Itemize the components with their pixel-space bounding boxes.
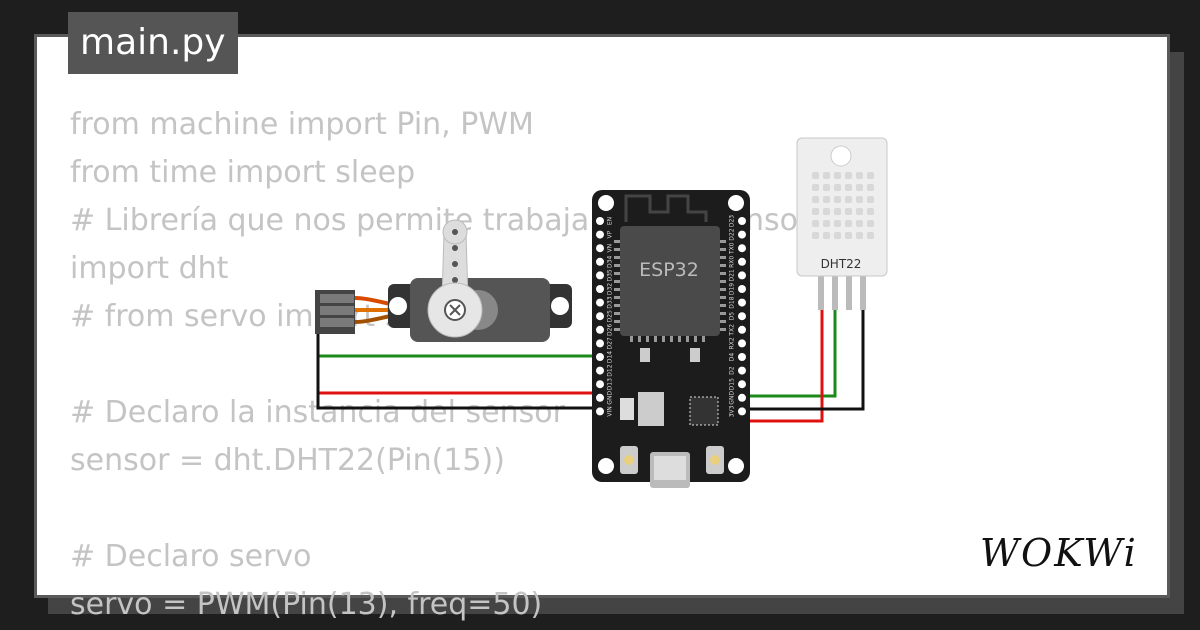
pin-label: D5: [729, 312, 736, 321]
pin-label: D2: [729, 366, 736, 375]
pin-hole-d27[interactable]: [596, 339, 604, 348]
pin-label: D14: [607, 351, 614, 363]
pin-hole-rx0[interactable]: [738, 257, 746, 266]
dht22-sensor[interactable]: DHT22: [796, 137, 888, 310]
pin-hole-vp[interactable]: [596, 230, 604, 239]
file-tab[interactable]: main.py: [68, 12, 238, 74]
esp32-right-pins: D23D22TX0RX0D21D19D18D5TX2RX2D4D2D15GND3…: [729, 215, 746, 417]
pin-hole-3v3[interactable]: [738, 407, 746, 416]
pin-label: D26: [607, 323, 614, 335]
code-line: # Declaro la instancia del sensor: [70, 395, 565, 430]
pin-hole-en[interactable]: [596, 217, 604, 225]
pin-hole-d12[interactable]: [596, 366, 604, 375]
code-line: sensor = dht.DHT22(Pin(15)): [70, 443, 505, 478]
pin-label: RX0: [729, 256, 736, 268]
pin-label: RX2: [729, 337, 736, 349]
pin-hole-d15[interactable]: [738, 380, 746, 389]
pin-hole-d19[interactable]: [738, 285, 746, 293]
pin-label: D23: [729, 215, 736, 227]
pin-label: TX0: [729, 242, 736, 255]
dht22-vent-grid: [812, 172, 874, 239]
pin-label: D18: [729, 296, 736, 308]
chip-pads: [614, 240, 726, 342]
pin-hole-vn[interactable]: [596, 244, 604, 253]
pin-hole-d4[interactable]: [738, 353, 746, 361]
pin-hole-rx2[interactable]: [738, 339, 746, 348]
pin-label: VIN: [607, 406, 614, 416]
pin-hole-d13[interactable]: [596, 380, 604, 389]
wokwi-logo: WOKWi: [980, 531, 1138, 575]
esp32-left-pins: EN VP VN D34D35D32D33D25D26D27D14D12D13GNDV…: [596, 217, 614, 417]
pin-hole-tx0[interactable]: [738, 244, 746, 253]
pin-label: D35: [607, 269, 614, 281]
pin-hole-d25[interactable]: [596, 312, 604, 321]
pin-label: GND: [729, 391, 736, 405]
wire-dht-data: [742, 303, 837, 398]
pin-label: D19: [729, 283, 736, 295]
pin-hole-tx2[interactable]: [738, 325, 746, 334]
code-line: # Declaro servo: [70, 539, 312, 574]
pin-label: D21: [729, 269, 736, 281]
pin-label: GND: [607, 391, 614, 405]
pin-hole-d14[interactable]: [596, 353, 604, 361]
pin-label: D25: [607, 310, 614, 322]
code-line: servo = PWM(Pin(13), freq=50): [70, 587, 543, 622]
code-line: from time import sleep: [70, 155, 416, 190]
pin-label: D32: [607, 283, 614, 295]
pin-label: VP: [607, 230, 614, 238]
pin-hole-d35[interactable]: [596, 271, 604, 280]
pin-hole-d5[interactable]: [738, 312, 746, 321]
pin-hole-d33[interactable]: [596, 298, 604, 307]
pin-label: D33: [607, 296, 614, 308]
pin-hole-d18[interactable]: [738, 298, 746, 307]
pin-hole-d26[interactable]: [596, 325, 604, 334]
pin-hole-gnd[interactable]: [738, 393, 746, 402]
pin-label: D15: [729, 378, 736, 390]
esp32-board[interactable]: ESP32 ENVPVND34D35D32D33D25D26D27D14D12D…: [592, 190, 750, 488]
pin-hole-vin[interactable]: [596, 407, 604, 416]
pin-hole-d22[interactable]: [738, 230, 746, 239]
wire-dht-vcc: [742, 303, 824, 423]
servo-motor[interactable]: [315, 219, 572, 342]
dht22-label: DHT22: [821, 257, 862, 271]
code-preview: from machine import Pin, PWM from time im…: [70, 101, 810, 629]
pin-label: VN: [607, 244, 614, 253]
pin-label: EN: [607, 217, 614, 225]
esp32-chip-label: ESP32: [639, 259, 699, 281]
pin-label: TX2: [729, 324, 736, 337]
pin-label: D27: [607, 337, 614, 349]
pin-label: D13: [607, 378, 614, 390]
pin-label: 3V3: [729, 405, 736, 417]
wire-servo-ground: [316, 326, 600, 410]
code-line: # Librería que nos permite trabajar con …: [70, 203, 811, 238]
pin-hole-d23[interactable]: [738, 217, 746, 225]
wokwi-logo-text: WOKWi: [980, 531, 1138, 575]
pin-hole-d21[interactable]: [738, 271, 746, 280]
code-line: import dht: [70, 251, 229, 286]
wire-dht-gnd: [742, 303, 865, 411]
pin-label: D22: [729, 228, 736, 240]
pin-label: D12: [607, 364, 614, 376]
pin-hole-d2[interactable]: [738, 366, 746, 375]
pin-label: D4: [729, 353, 736, 362]
pin-hole-gnd[interactable]: [596, 393, 604, 402]
code-line: from machine import Pin, PWM: [70, 107, 534, 142]
pin-hole-d34[interactable]: [596, 257, 604, 266]
pin-hole-d32[interactable]: [596, 285, 604, 293]
pin-label: D34: [607, 255, 614, 267]
